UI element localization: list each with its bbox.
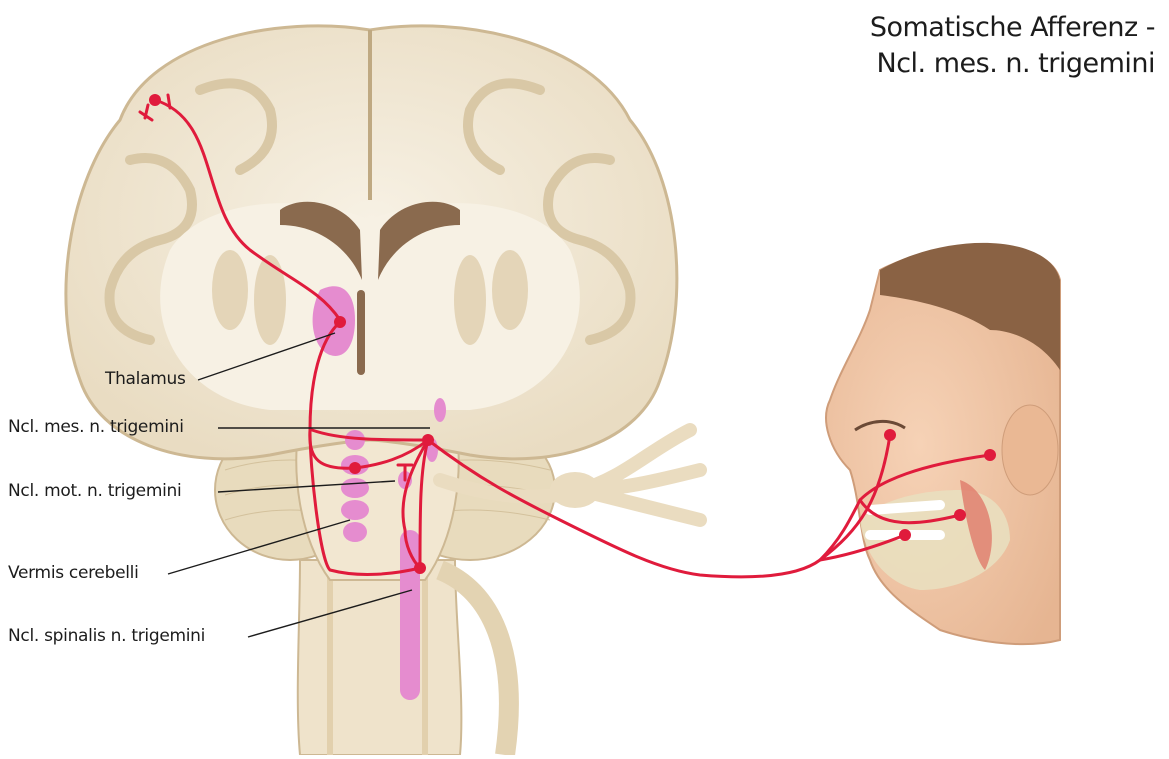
label-thalamus: Thalamus — [105, 369, 186, 389]
title-line-1: Somatische Afferenz - — [870, 10, 1155, 46]
face — [826, 243, 1060, 644]
diagram-title: Somatische Afferenz - Ncl. mes. n. trige… — [870, 10, 1155, 82]
label-ncl-mot: Ncl. mot. n. trigemini — [8, 481, 181, 501]
label-ncl-mes: Ncl. mes. n. trigemini — [8, 417, 184, 437]
label-ncl-spinalis: Ncl. spinalis n. trigemini — [8, 626, 205, 646]
label-vermis: Vermis cerebelli — [8, 563, 139, 583]
cerebrum — [66, 26, 677, 459]
title-line-2: Ncl. mes. n. trigemini — [870, 46, 1155, 82]
